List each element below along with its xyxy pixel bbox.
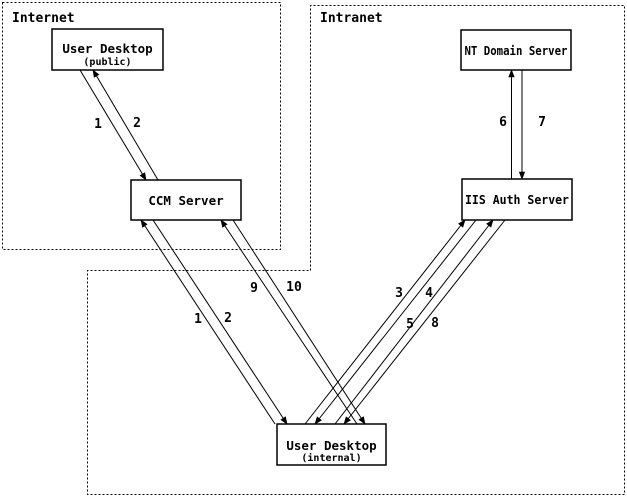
internet-zone-border bbox=[2, 2, 281, 250]
arrow-internet-1 bbox=[79, 69, 147, 181]
user-desktop-public-title: User Desktop bbox=[62, 41, 152, 56]
node-iis-auth-server: IIS Auth Server bbox=[461, 178, 573, 221]
user-desktop-public-subtitle: (public) bbox=[83, 56, 131, 68]
node-nt-domain-server: NT Domain Server bbox=[460, 29, 572, 71]
user-desktop-internal-box bbox=[276, 423, 387, 466]
iis-auth-server-title: IIS Auth Server bbox=[465, 192, 569, 207]
node-user-desktop-internal: User Desktop (internal) bbox=[276, 423, 387, 466]
arrow-ccm-1 bbox=[140, 219, 276, 425]
flow-label-iis-4: 4 bbox=[425, 286, 433, 301]
arrow-ccm-10 bbox=[232, 219, 366, 425]
user-desktop-public-box bbox=[51, 28, 164, 71]
flow-label-iis-5: 5 bbox=[406, 317, 414, 332]
flow-label-internet-1: 1 bbox=[94, 117, 102, 132]
intranet-zone-border bbox=[87, 5, 625, 495]
user-desktop-internal-title: User Desktop bbox=[286, 438, 376, 453]
flow-label-ccm-2: 2 bbox=[224, 311, 232, 326]
arrow-ccm-2 bbox=[152, 219, 288, 425]
node-ccm-server: CCM Server bbox=[130, 179, 242, 221]
user-desktop-internal-subtitle: (internal) bbox=[301, 452, 361, 464]
flow-label-internet-2: 2 bbox=[133, 116, 141, 131]
nt-domain-server-box bbox=[460, 29, 572, 71]
iis-auth-server-box bbox=[461, 178, 573, 221]
flow-label-ccm-10: 10 bbox=[286, 280, 302, 295]
arrow-ccm-9 bbox=[220, 219, 358, 425]
flow-label-nt-7: 7 bbox=[538, 115, 546, 130]
arrow-iis-3 bbox=[304, 219, 466, 425]
internet-zone-label: Internet bbox=[12, 11, 75, 26]
arrow-internet-2 bbox=[92, 69, 159, 181]
ccm-server-title: CCM Server bbox=[148, 193, 224, 208]
arrow-iis-8 bbox=[343, 219, 506, 425]
flow-label-ccm-9: 9 bbox=[250, 281, 258, 296]
arrow-iis-5 bbox=[334, 219, 494, 425]
arrow-iis-4 bbox=[314, 219, 477, 425]
flow-label-nt-6: 6 bbox=[499, 115, 507, 130]
flow-label-iis-3: 3 bbox=[395, 286, 403, 301]
nt-domain-server-title: NT Domain Server bbox=[465, 43, 568, 58]
intranet-zone-label: Intranet bbox=[320, 11, 383, 26]
ccm-server-box bbox=[130, 179, 242, 221]
flow-label-iis-8: 8 bbox=[431, 316, 439, 331]
flow-label-ccm-1: 1 bbox=[194, 312, 202, 327]
node-user-desktop-public: User Desktop (public) bbox=[51, 28, 164, 71]
